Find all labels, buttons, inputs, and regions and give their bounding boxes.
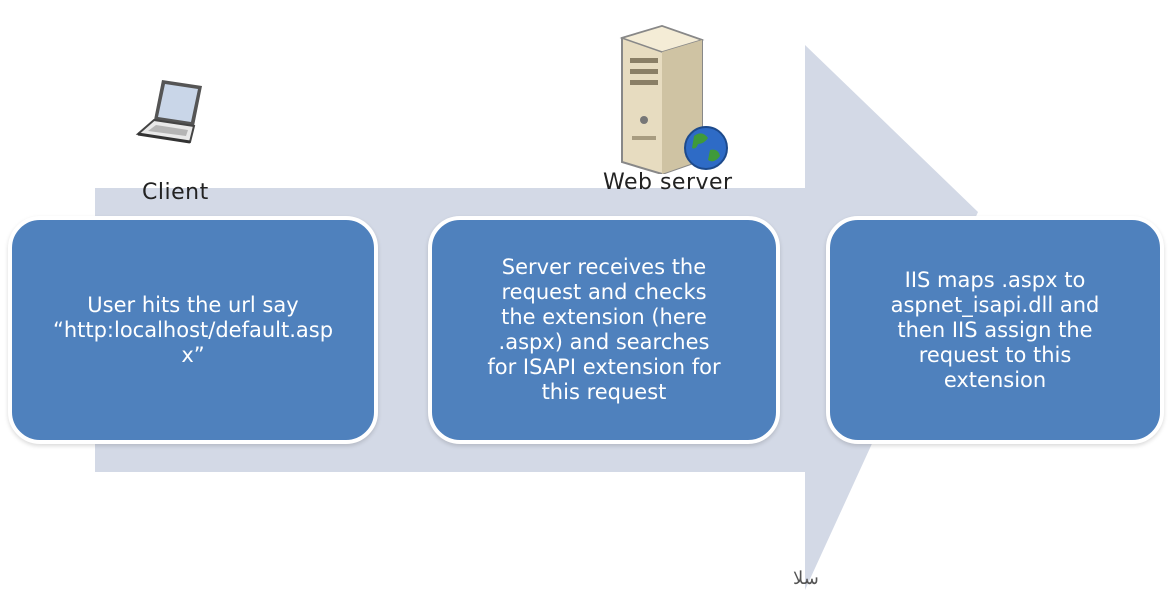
laptop-icon xyxy=(135,80,202,144)
web-server-label: Web server xyxy=(603,170,733,195)
step-box-iis: IIS maps .aspx to aspnet_isapi.dll and t… xyxy=(826,216,1164,444)
step-text-iis: IIS maps .aspx to aspnet_isapi.dll and t… xyxy=(890,267,1100,392)
client-label: Client xyxy=(142,180,209,205)
step-text-client: User hits the url say “http:localhost/de… xyxy=(52,292,334,367)
server-tower-globe-icon xyxy=(619,24,728,174)
step-text-server: Server receives the request and checks t… xyxy=(487,255,721,404)
watermark: ﺳﻼ xyxy=(793,568,819,589)
step-box-client: User hits the url say “http:localhost/de… xyxy=(8,216,378,444)
step-box-server: Server receives the request and checks t… xyxy=(428,216,780,444)
